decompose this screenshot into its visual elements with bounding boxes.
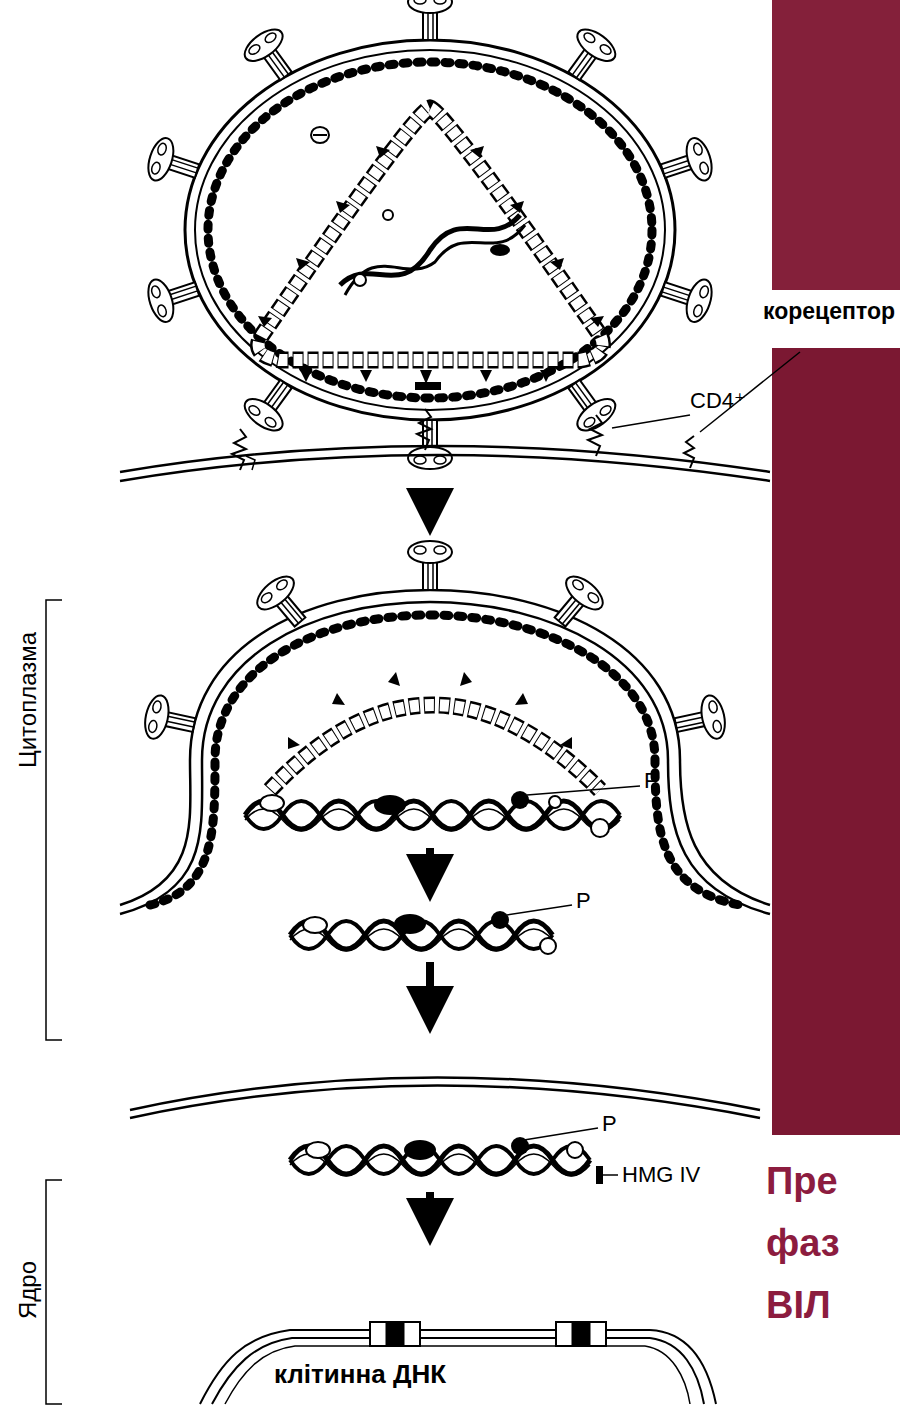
phosphate-label: P bbox=[576, 888, 591, 913]
fused-virion bbox=[120, 541, 770, 914]
proviral-dna bbox=[245, 786, 640, 837]
region-label: Ядро bbox=[14, 1261, 42, 1319]
preintegration-complex bbox=[290, 905, 572, 954]
dna-label: клітинна ДНК bbox=[272, 1360, 448, 1390]
cellular-dna bbox=[200, 1322, 716, 1404]
region-bracket bbox=[46, 1180, 62, 1404]
region-label: Цитоплазма bbox=[14, 632, 42, 768]
flow-arrows bbox=[426, 488, 434, 1222]
region-bracket bbox=[46, 600, 62, 1040]
title-fragment: фаз bbox=[766, 1222, 840, 1266]
nuclear-membrane bbox=[130, 1086, 760, 1119]
virion bbox=[144, 0, 717, 469]
nuclear-complex bbox=[290, 1128, 618, 1184]
receptor-label: CD4⁺ bbox=[690, 388, 746, 413]
cell-membrane bbox=[120, 352, 800, 481]
nuclear-membrane bbox=[130, 1078, 760, 1111]
side-panel-top bbox=[772, 0, 900, 330]
side-panel bbox=[772, 0, 900, 1135]
coreceptor-label: корецептор bbox=[761, 298, 897, 324]
phosphate-label: P bbox=[644, 768, 659, 793]
title-fragment: Пре bbox=[766, 1160, 838, 1204]
protein-label: HMG IV bbox=[622, 1162, 700, 1187]
title-fragment: ВІЛ bbox=[766, 1284, 831, 1328]
phosphate-label: P bbox=[602, 1111, 617, 1136]
